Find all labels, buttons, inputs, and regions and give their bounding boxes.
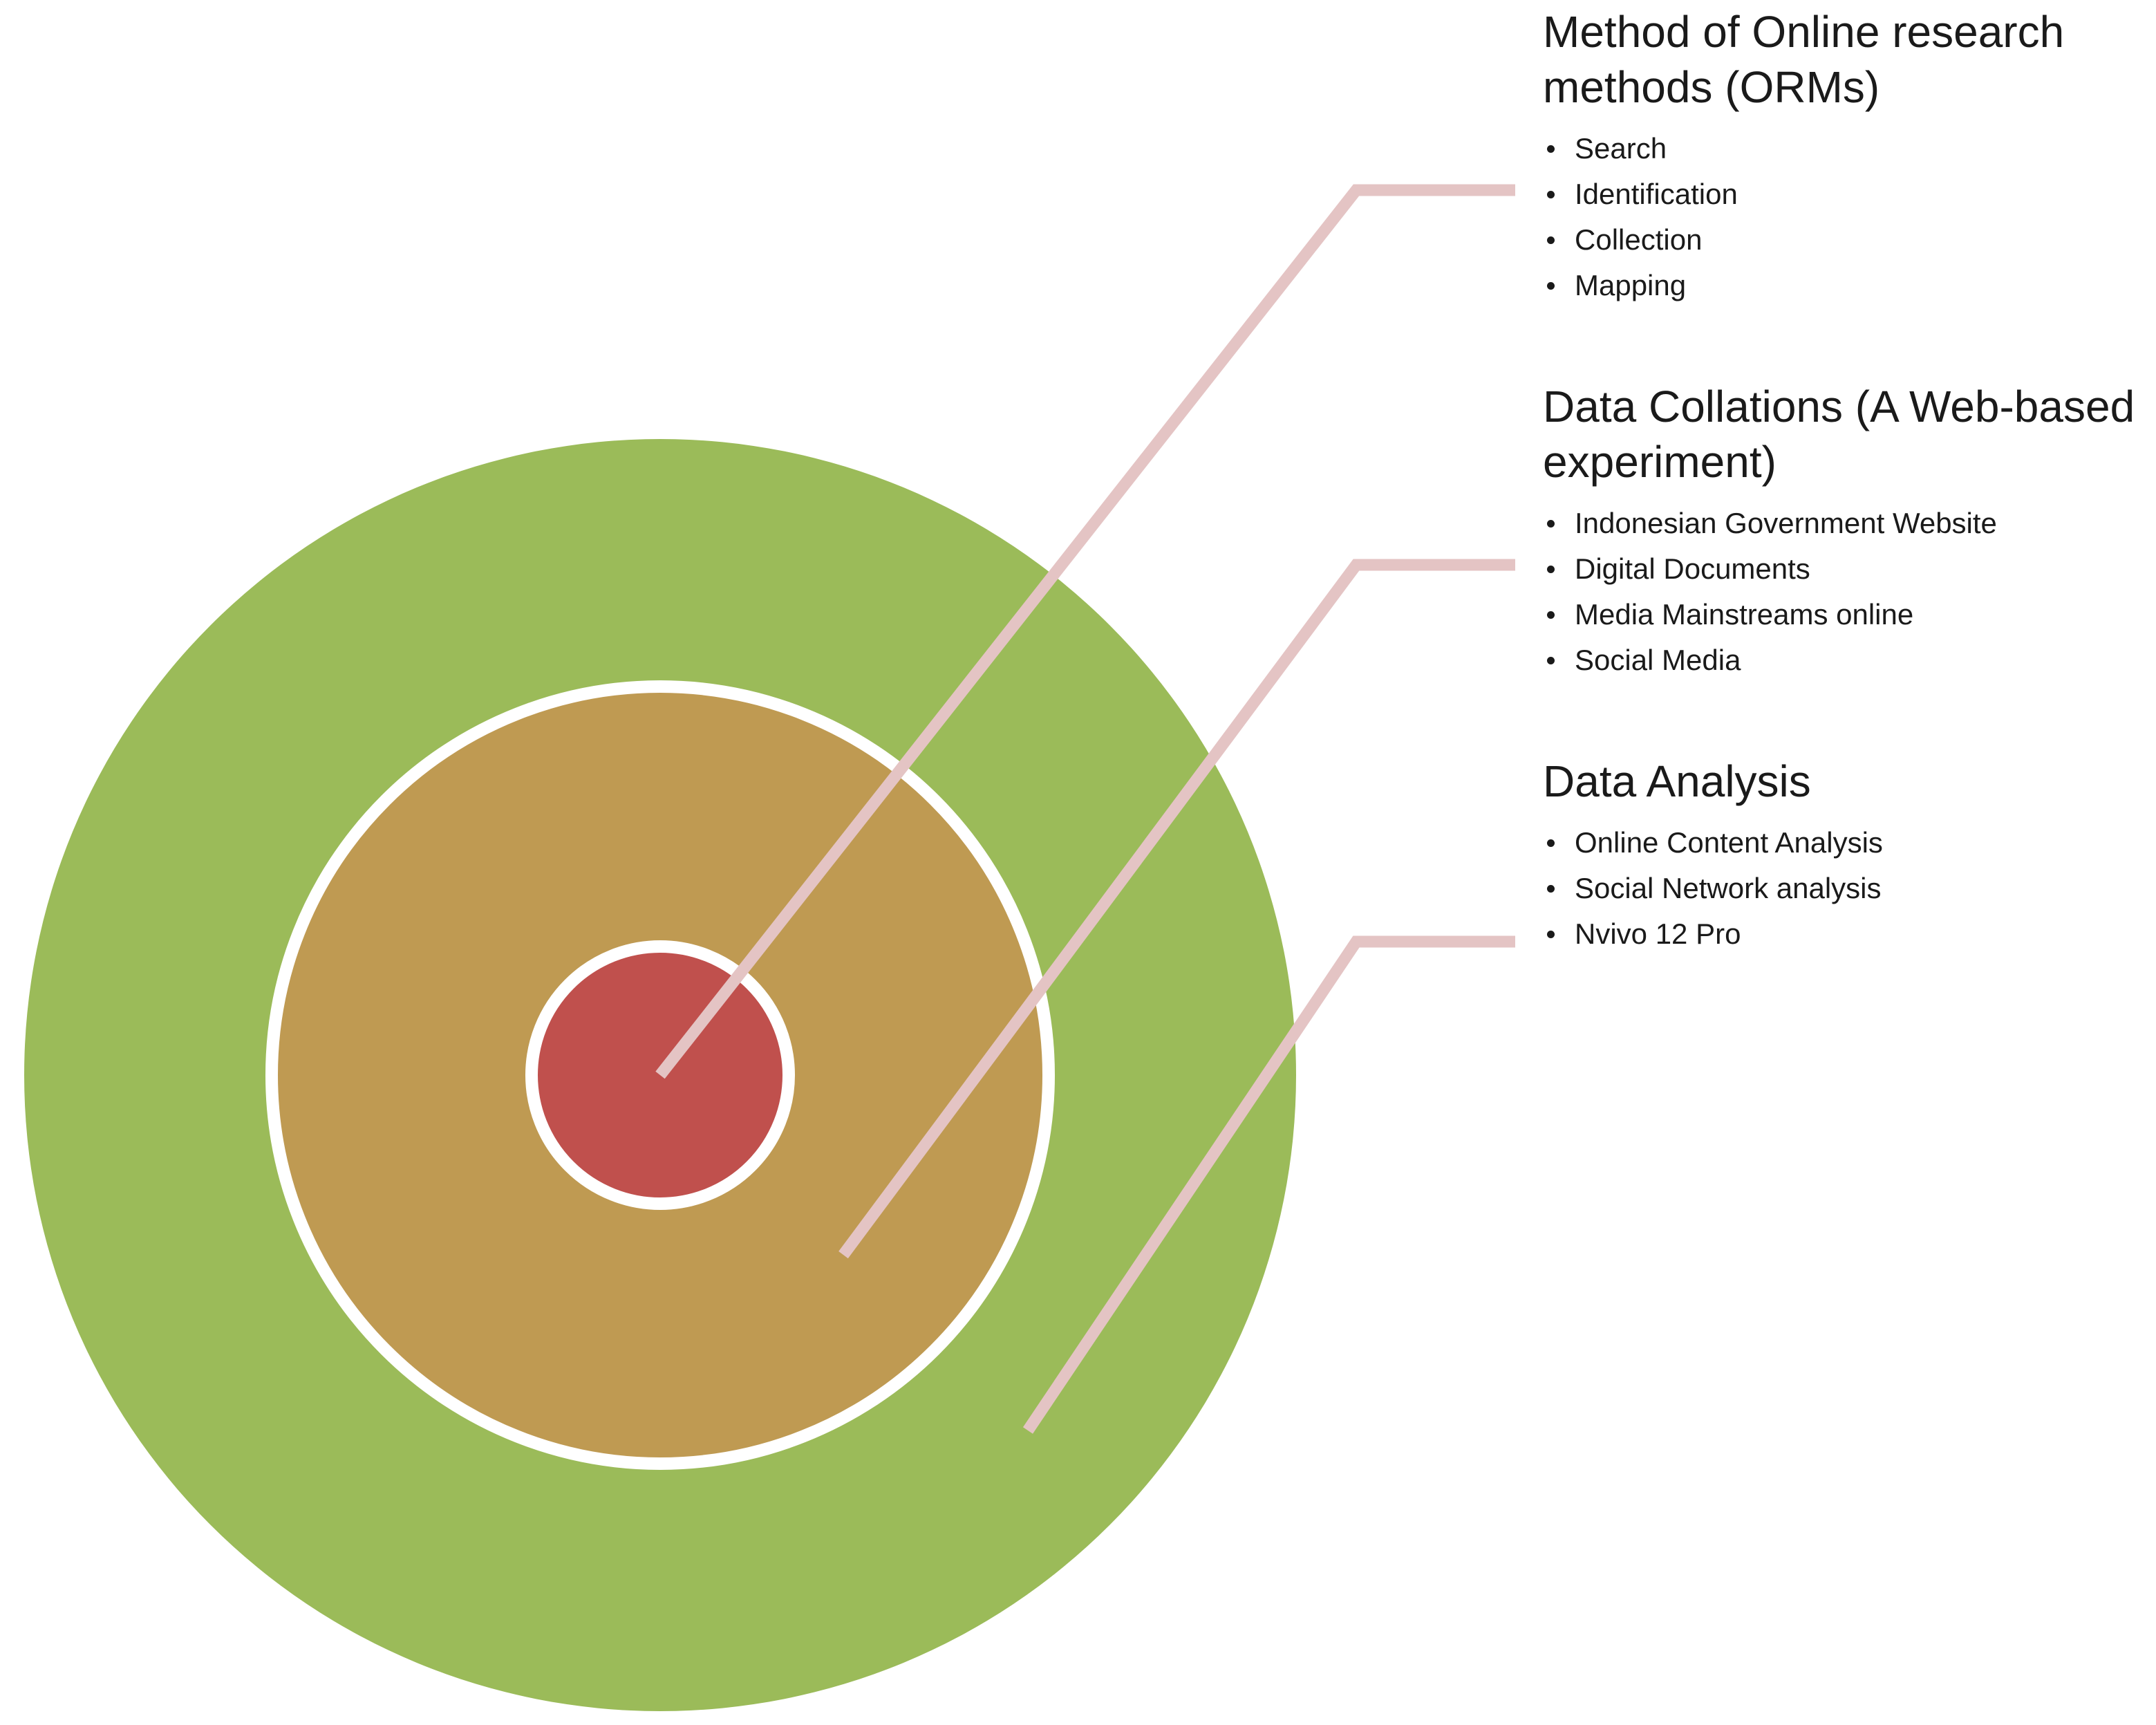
list-item: Identification xyxy=(1543,171,2151,217)
list-item: Mapping xyxy=(1543,263,2151,308)
bullet-list: Search Identification Collection Mapping xyxy=(1543,126,2151,308)
bullet-dot-icon xyxy=(1547,885,1555,893)
list-item: Collection xyxy=(1543,217,2151,263)
bullet-dot-icon xyxy=(1547,191,1555,198)
list-item: Social Media xyxy=(1543,637,2151,683)
section-title: Data Analysis xyxy=(1543,756,1811,806)
connector-line-orm xyxy=(655,184,1515,1079)
list-item: Search xyxy=(1543,126,2151,171)
list-item-label: Search xyxy=(1575,132,1667,165)
bullet-dot-icon xyxy=(1547,145,1555,153)
section-online-research-methods: Method of Online research methods (ORMs)… xyxy=(1543,4,2151,308)
section-data-collations: Data Collations (A Web-based experiment)… xyxy=(1543,379,2151,683)
bullet-dot-icon xyxy=(1547,657,1555,664)
list-item: Online Content Analysis xyxy=(1543,820,2151,866)
list-item-label: Social Media xyxy=(1575,644,1741,676)
bullet-dot-icon xyxy=(1547,282,1555,290)
list-item: Nvivo 12 Pro xyxy=(1543,911,2151,957)
section-data-analysis: Data Analysis Online Content Analysis So… xyxy=(1543,754,2151,957)
list-item-label: Media Mainstreams online xyxy=(1575,598,1914,631)
list-item-label: Nvivo 12 Pro xyxy=(1575,917,1741,950)
bullet-dot-icon xyxy=(1547,236,1555,244)
list-item: Social Network analysis xyxy=(1543,866,2151,911)
bullet-dot-icon xyxy=(1547,839,1555,847)
list-item: Digital Documents xyxy=(1543,546,2151,592)
bullet-dot-icon xyxy=(1547,931,1555,938)
list-item-label: Indonesian Government Website xyxy=(1575,507,1997,539)
bullet-dot-icon xyxy=(1547,520,1555,528)
list-item-label: Digital Documents xyxy=(1575,552,1810,585)
list-item-label: Social Network analysis xyxy=(1575,872,1882,904)
list-item-label: Collection xyxy=(1575,223,1703,256)
bullet-dot-icon xyxy=(1547,611,1555,619)
list-item: Indonesian Government Website xyxy=(1543,501,2151,546)
section-title: Data Collations (A Web-based experiment) xyxy=(1543,382,2135,487)
connector-line-data-collations xyxy=(838,559,1515,1259)
list-item-label: Online Content Analysis xyxy=(1575,826,1883,859)
list-item-label: Mapping xyxy=(1575,269,1687,301)
bullet-dot-icon xyxy=(1547,566,1555,573)
bullet-list: Indonesian Government Website Digital Do… xyxy=(1543,501,2151,683)
bullet-list: Online Content Analysis Social Network a… xyxy=(1543,820,2151,957)
connector-line-data-analysis xyxy=(1022,935,1515,1434)
list-item: Media Mainstreams online xyxy=(1543,592,2151,637)
section-title: Method of Online research methods (ORMs) xyxy=(1543,7,2065,112)
list-item-label: Identification xyxy=(1575,178,1738,210)
